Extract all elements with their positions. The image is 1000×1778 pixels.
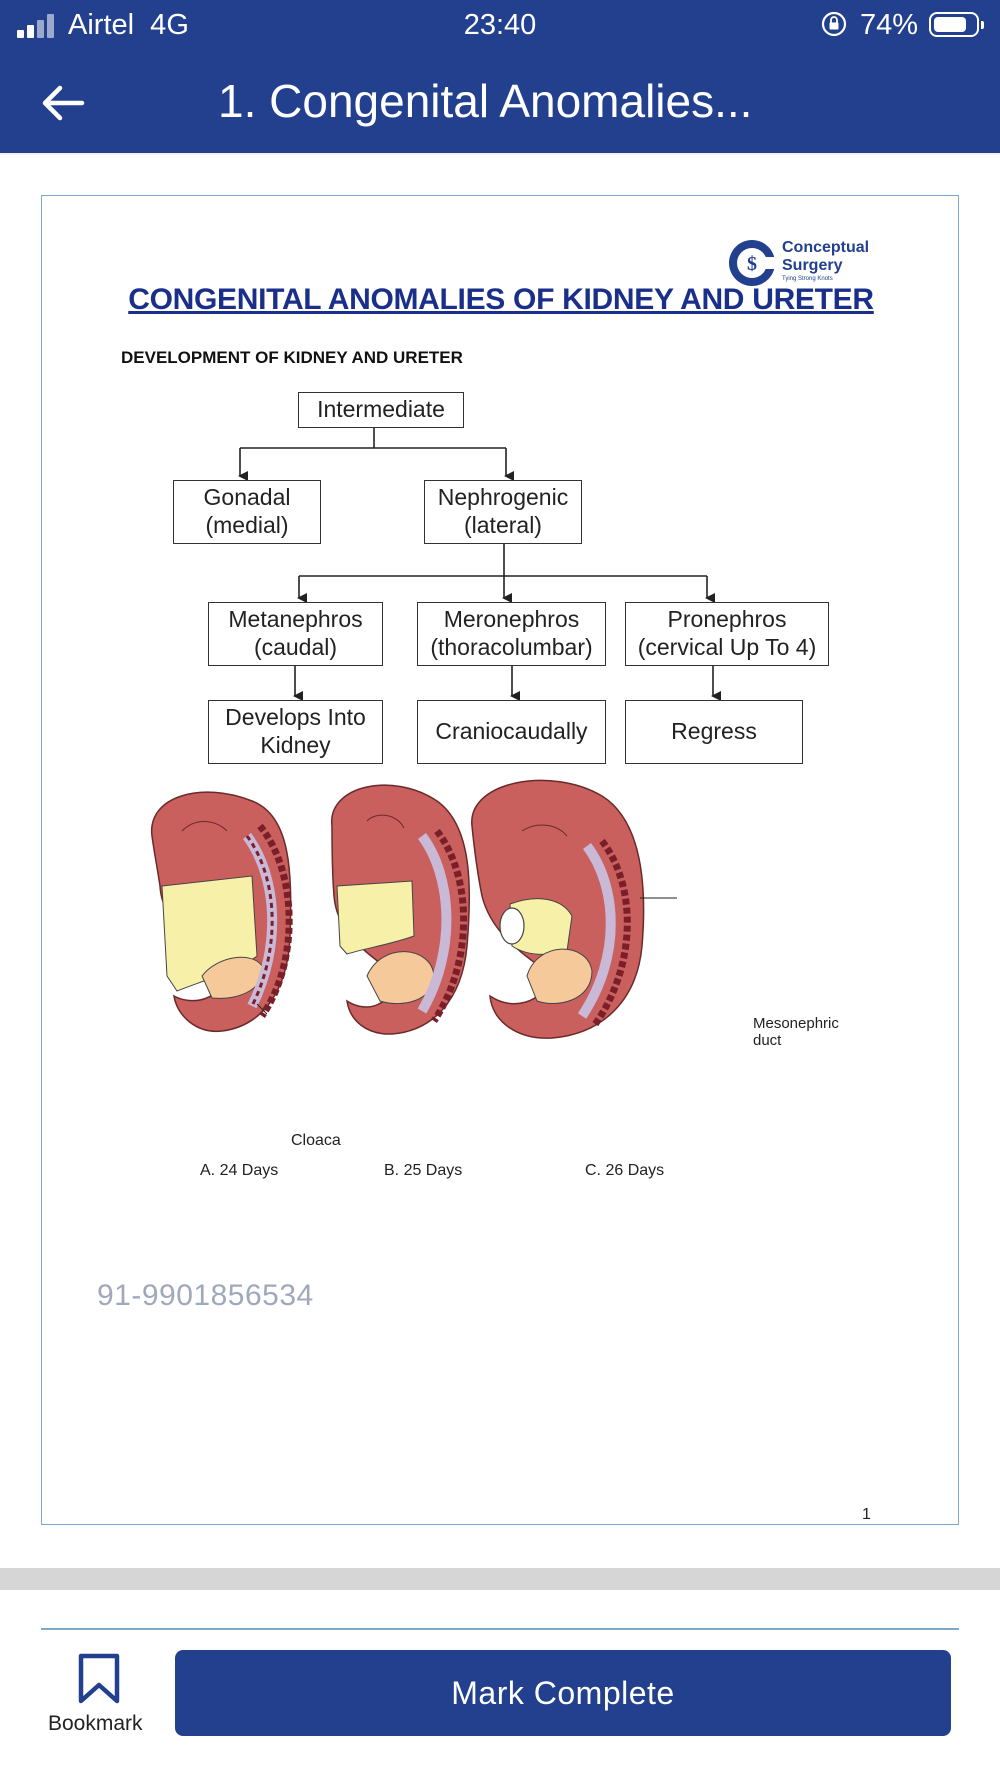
figure-caption-a: A. 24 Days — [200, 1162, 279, 1179]
figure-label-duct: duct — [753, 1032, 782, 1049]
signal-icon — [17, 14, 55, 38]
embryo-c-illustration — [471, 779, 645, 1039]
flow-box-nephrogenic: Nephrogenic (lateral) — [424, 480, 582, 544]
figure-label-cloaca: Cloaca — [291, 1132, 341, 1149]
bookmark-label[interactable]: Bookmark — [48, 1712, 143, 1735]
app-header: Airtel 4G 23:40 74% 1. Congenital Anomal… — [0, 0, 1000, 153]
watermark-phone: 91-9901856534 — [97, 1279, 314, 1312]
flow-box-metanephros: Metanephros (caudal) — [208, 602, 383, 666]
document-title: CONGENITAL ANOMALIES OF KIDNEY AND URETE… — [128, 283, 874, 316]
page-title: 1. Congenital Anomalies... — [218, 75, 753, 127]
embryo-a-illustration — [151, 791, 293, 1032]
mark-complete-button[interactable]: Mark Complete — [175, 1650, 951, 1736]
document-page: $ Conceptual Surgery Tying Strong Knots … — [0, 155, 1000, 1568]
page-frame: $ Conceptual Surgery Tying Strong Knots … — [41, 195, 959, 1525]
figure-caption-c: C. 26 Days — [585, 1162, 665, 1179]
flow-box-regress: Regress — [625, 700, 803, 764]
status-time: 23:40 — [463, 9, 537, 41]
figure-label-mesonephric: Mesonephric — [753, 1015, 839, 1032]
battery-icon — [929, 12, 984, 37]
embryo-b-illustration — [331, 784, 471, 1035]
flow-box-gonadal: Gonadal (medial) — [173, 480, 321, 544]
next-page-preview — [0, 1590, 1000, 1630]
logo-text-surgery: Surgery — [782, 257, 843, 274]
back-arrow-icon[interactable] — [38, 78, 88, 128]
embryo-development-figure — [151, 779, 677, 1039]
carrier-label: Airtel 4G — [68, 9, 189, 41]
flow-box-pronephros: Pronephros (cervical Up To 4) — [625, 602, 829, 666]
flow-box-develops-into-kidney: Develops Into Kidney — [208, 700, 383, 764]
battery-percent: 74% — [860, 9, 919, 41]
conceptual-surgery-logo: $ — [729, 240, 780, 286]
flow-box-craniocaudally: Craniocaudally — [417, 700, 606, 764]
rotation-lock-icon — [821, 11, 847, 37]
logo-tagline: Tying Strong Knots — [782, 276, 833, 282]
flowchart-connectors — [238, 424, 721, 701]
status-bar: Airtel 4G 23:40 74% — [0, 0, 1000, 52]
figure-caption-b: B. 25 Days — [384, 1162, 463, 1179]
document-subtitle: DEVELOPMENT OF KIDNEY AND URETER — [121, 348, 463, 367]
page-number: 1 — [862, 1506, 871, 1523]
svg-text:$: $ — [747, 253, 757, 275]
flow-box-intermediate: Intermediate — [298, 392, 464, 428]
page-separator — [0, 1568, 1000, 1590]
logo-text-conceptual: Conceptual — [782, 239, 870, 256]
flow-box-meronephros: Meronephros (thoracolumbar) — [417, 602, 606, 666]
bookmark-icon[interactable] — [77, 1653, 121, 1705]
